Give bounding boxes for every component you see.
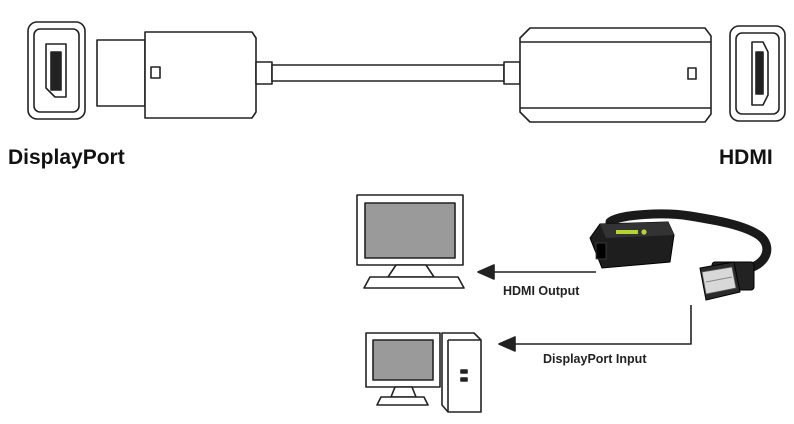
cable bbox=[271, 64, 505, 82]
adapter-icon bbox=[589, 209, 772, 301]
displayport-input-label: DisplayPort Input bbox=[543, 352, 647, 366]
hdmi-adapter-housing bbox=[503, 27, 712, 123]
hdmi-output-label: HDMI Output bbox=[503, 284, 580, 298]
desktop-computer-icon bbox=[365, 332, 482, 413]
displayport-plug bbox=[96, 31, 273, 119]
displayport-port-icon bbox=[27, 21, 86, 120]
displayport-input-arrow bbox=[498, 305, 692, 352]
monitor-icon bbox=[356, 194, 465, 289]
hdmi-label: HDMI bbox=[719, 146, 773, 169]
displayport-label: DisplayPort bbox=[8, 146, 125, 169]
hdmi-port-icon bbox=[729, 25, 786, 122]
hdmi-output-arrow bbox=[477, 264, 596, 280]
